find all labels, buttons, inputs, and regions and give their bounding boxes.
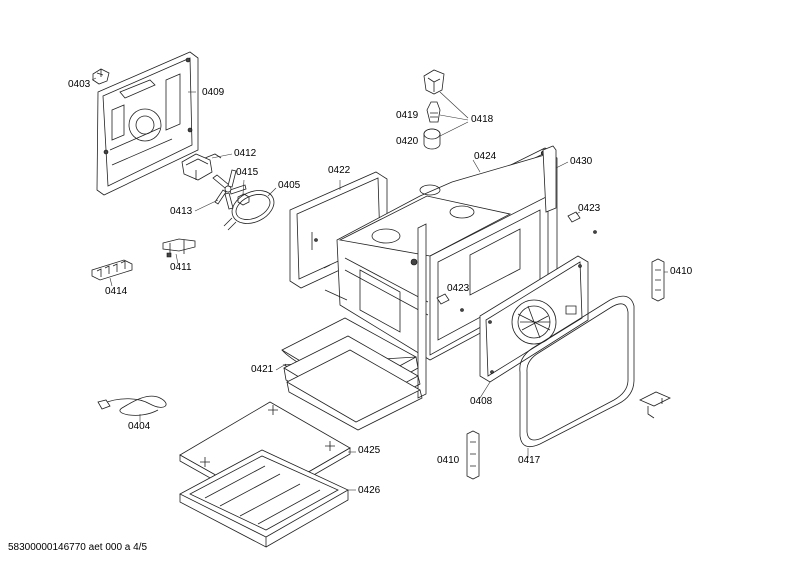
part-0412-fan-motor [182, 154, 232, 180]
label-0422: 0422 [328, 165, 351, 176]
part-catch-bracket [640, 392, 670, 418]
part-0411-bracket [163, 239, 195, 264]
label-0403: 0403 [68, 79, 91, 90]
label-0404: 0404 [128, 421, 151, 432]
label-0408: 0408 [470, 396, 493, 407]
label-0425: 0425 [358, 445, 381, 456]
label-0409: 0409 [202, 87, 225, 98]
part-0423-screw-right [568, 212, 597, 234]
label-0423-right: 0423 [578, 203, 601, 214]
label-0426: 0426 [358, 485, 381, 496]
label-0405: 0405 [278, 180, 301, 191]
label-0419: 0419 [396, 110, 419, 121]
part-0415-nut [238, 180, 249, 205]
part-0413-fan-blade [195, 170, 246, 211]
part-0410-hinge-bottom [467, 431, 479, 479]
label-0417: 0417 [518, 455, 541, 466]
part-0414-terminal-block [92, 260, 132, 286]
label-0410-bottom: 0410 [437, 455, 460, 466]
label-0423-center: 0423 [447, 283, 470, 294]
label-0420: 0420 [396, 136, 419, 147]
part-0408-fan-cover [480, 256, 588, 398]
part-0404-power-cable [98, 396, 166, 422]
label-0418: 0418 [471, 114, 494, 125]
part-0421-tray-stack [276, 318, 422, 430]
label-0410-right: 0410 [670, 266, 693, 277]
label-0414: 0414 [105, 286, 128, 297]
part-0410-hinge-right [652, 259, 668, 301]
label-0424: 0424 [474, 151, 497, 162]
part-0409-back-panel [97, 52, 198, 195]
part-0418-knob-assembly [424, 70, 468, 149]
label-0415: 0415 [236, 167, 259, 178]
label-0430: 0430 [570, 156, 593, 167]
label-0413: 0413 [170, 206, 193, 217]
part-0426-bottom-frame [180, 450, 356, 547]
part-0403-clip [92, 69, 109, 84]
part-0405-ring-element [224, 184, 279, 230]
label-0421: 0421 [251, 364, 274, 375]
part-0423-screw-center [437, 294, 464, 312]
label-0412: 0412 [234, 148, 257, 159]
part-0417-door-gasket [520, 296, 634, 458]
label-0411: 0411 [170, 262, 192, 273]
document-footer-code: 58300000146770 aet 000 a 4/5 [8, 542, 148, 553]
